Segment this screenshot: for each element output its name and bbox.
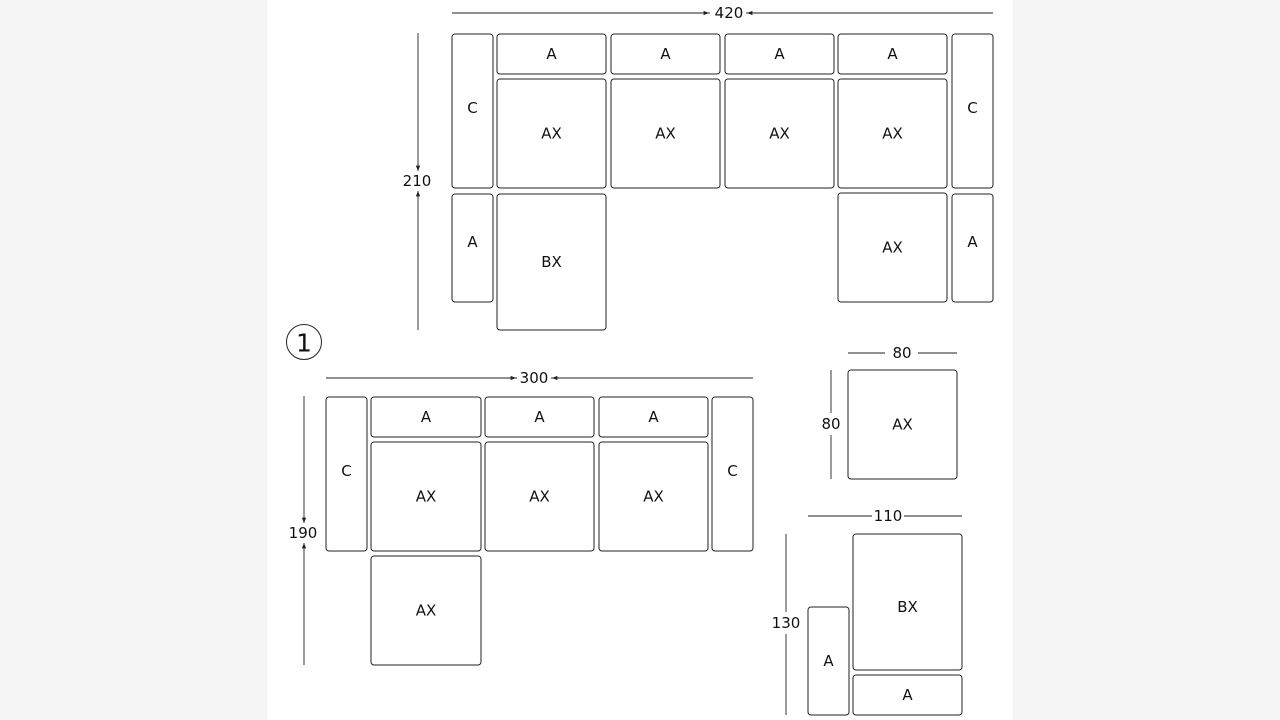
module: A <box>370 396 482 438</box>
module-label: AX <box>882 125 903 143</box>
width-label: 110 <box>874 507 903 525</box>
module-label: AX <box>892 416 913 434</box>
width-label: 300 <box>520 369 549 387</box>
module-label: AX <box>655 125 676 143</box>
module-label: AX <box>529 488 550 506</box>
module: A <box>852 674 963 716</box>
module: AX <box>496 78 607 189</box>
module: AX <box>370 555 482 666</box>
module-label: A <box>660 45 671 63</box>
module: BX <box>852 533 963 671</box>
layout-80x80: 80 80 AX <box>821 344 958 480</box>
module-label: C <box>727 462 737 480</box>
width-dimension-420: 420 <box>452 4 993 22</box>
module-label: A <box>823 652 834 670</box>
width-label: 420 <box>715 4 744 22</box>
module-label: AX <box>769 125 790 143</box>
module: AX <box>837 192 948 303</box>
module: AX <box>598 441 709 552</box>
module: A <box>807 606 850 716</box>
module: AX <box>724 78 835 189</box>
layout-420x210: 420 210 A A A A C AX <box>403 4 994 331</box>
module-label: BX <box>897 598 918 616</box>
width-label: 80 <box>892 344 911 362</box>
height-label: 190 <box>289 524 318 542</box>
width-dimension-110: 110 <box>808 507 962 525</box>
layout-300x190: 300 190 A A A C AX AX <box>289 369 754 666</box>
module: A <box>484 396 595 438</box>
module: AX <box>610 78 721 189</box>
module: A <box>496 33 607 75</box>
module: AX <box>837 78 948 189</box>
module: BX <box>496 193 607 331</box>
module-label: A <box>421 408 432 426</box>
module-label: AX <box>882 239 903 257</box>
module: C <box>451 33 494 189</box>
module-label: C <box>967 99 977 117</box>
height-dimension-210: 210 <box>403 33 432 330</box>
configuration-number-badge: 1 <box>286 324 322 360</box>
module-label: A <box>902 686 913 704</box>
layout-110x130: 110 130 BX A A <box>772 507 963 716</box>
module: C <box>711 396 754 552</box>
module-label: C <box>467 99 477 117</box>
module-label: AX <box>416 488 437 506</box>
height-label: 130 <box>772 614 801 632</box>
module: A <box>451 193 494 303</box>
module-label: A <box>534 408 545 426</box>
height-dimension-130: 130 <box>772 534 801 715</box>
height-dimension-190: 190 <box>289 396 318 665</box>
module-label: C <box>341 462 351 480</box>
module: A <box>837 33 948 75</box>
module: A <box>724 33 835 75</box>
configuration-number: 1 <box>296 329 312 358</box>
module: AX <box>370 441 482 552</box>
module-label: A <box>887 45 898 63</box>
module-label: BX <box>541 253 562 271</box>
module-label: A <box>467 233 478 251</box>
module: C <box>325 396 368 552</box>
module-label: AX <box>541 125 562 143</box>
module: A <box>951 193 994 303</box>
module: A <box>610 33 721 75</box>
module-label: A <box>648 408 659 426</box>
module: C <box>951 33 994 189</box>
height-label: 80 <box>821 415 840 433</box>
module-label: A <box>546 45 557 63</box>
module: A <box>598 396 709 438</box>
module: AX <box>484 441 595 552</box>
module-label: AX <box>643 488 664 506</box>
module-label: A <box>774 45 785 63</box>
width-dimension-80: 80 <box>848 344 957 362</box>
module: AX <box>847 369 958 480</box>
width-dimension-300: 300 <box>326 369 753 387</box>
height-dimension-80: 80 <box>821 370 841 479</box>
module-label: A <box>967 233 978 251</box>
module-label: AX <box>416 602 437 620</box>
height-label: 210 <box>403 172 432 190</box>
